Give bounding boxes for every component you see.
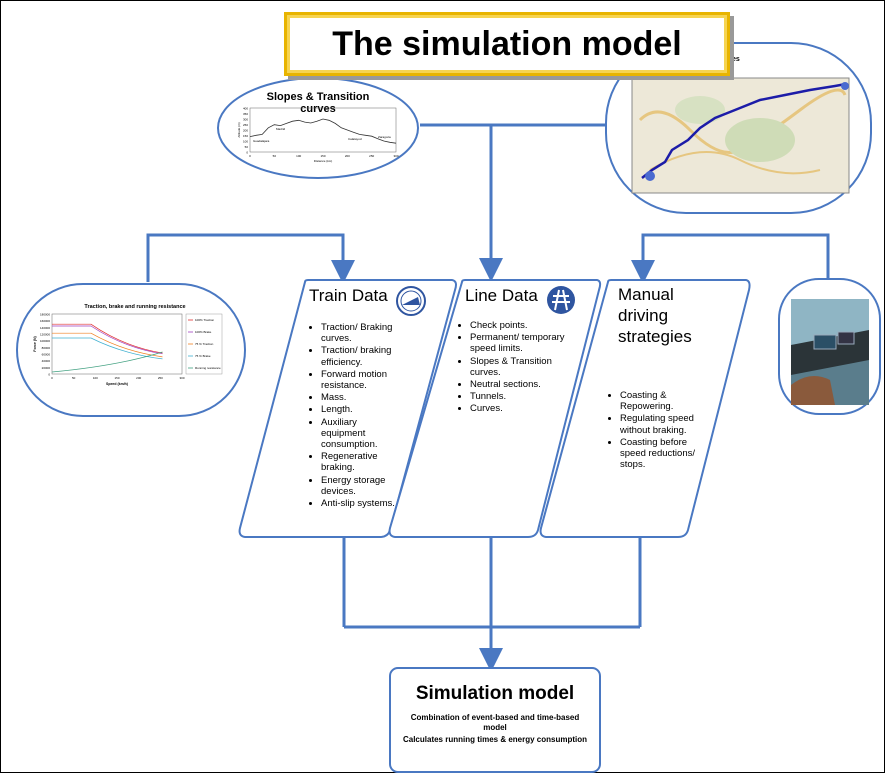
line-panel-shape [388,279,602,538]
traction-legend-label: Running resistance [195,366,221,370]
traction-y-tick: 40000 [42,359,51,363]
slopes-annotation: Zaragoza [378,135,391,139]
line-item: Tunnels. [470,391,566,402]
traction-series-line [52,332,163,358]
traction-x-tick: 300 [179,376,184,380]
traction-x-tick: 0 [51,376,53,380]
traction-x-tick: 100 [93,376,98,380]
train-arrow [146,233,355,284]
manual-item: Regulating speed without braking. [620,413,706,435]
traction-y-tick: 60000 [42,353,51,357]
traction-caption: Traction, brake and running resistance [84,304,186,310]
train-item: Energy storage devices. [321,475,402,497]
slopes-x-label: Distance (km) [314,159,333,163]
manual-item: Coasting & Repowering. [620,390,706,412]
train-item: Traction/ braking efficiency. [321,345,402,367]
map-label: es [732,56,740,63]
slopes-y-tick: 250 [243,123,248,127]
slopes-annotation: Guadalajara [253,139,270,143]
traction-x-tick: 50 [72,376,76,380]
slopes-annotation: Madrid [276,127,286,131]
slopes-annotation: Calatayud [348,137,362,141]
line-item: Permanent/ temporary speed limits. [470,332,566,354]
simulation-model-box: Simulation model Combination of event-ba… [389,667,601,773]
slopes-y-tick: 350 [243,112,248,116]
traction-x-tick: 150 [114,376,119,380]
train-item: Traction/ Braking curves. [321,322,402,344]
slopes-x-tick: 0 [249,154,251,158]
slopes-profile-line [249,118,397,144]
manual-arrow [631,233,830,284]
slopes-y-tick: 400 [243,107,248,111]
simulation-model-line2: Calculates running times & energy consum… [402,735,588,744]
manual-strategies-list: Coasting & Repowering.Regulating speed w… [596,390,706,471]
slopes-y-tick: 300 [243,118,248,122]
slopes-plot-area [249,107,397,153]
rail-track-icon [547,286,575,314]
simulation-model-title: Simulation model [415,683,575,704]
slopes-x-tick: 100 [296,154,301,158]
traction-x-tick: 200 [136,376,141,380]
train-item: Auxiliary equipment consumption. [321,417,402,451]
slopes-x-tick: 300 [393,154,398,158]
line-item: Curves. [470,403,566,414]
train-item: Mass. [321,392,402,403]
slopes-y-tick: 200 [243,129,248,133]
traction-legend-label: 100% Traction [195,318,215,322]
slopes-y-tick: 100 [243,140,248,144]
traction-series-line [52,337,163,360]
train-item: Length. [321,404,402,415]
manual-panel-shape [539,279,751,538]
traction-y-tick: 160000 [40,319,50,323]
line-item: Check points. [470,320,566,331]
line-data-title: Line Data [465,286,538,305]
traction-y-tick: 120000 [40,333,50,337]
manual-item: Coasting before speed reductions/ stops. [620,437,706,471]
traction-x-tick: 250 [158,376,163,380]
traction-plot-area [51,313,183,375]
traction-series-line [52,325,163,355]
train-item: Regenerative braking. [321,451,402,473]
slide-title: The simulation model [284,12,730,76]
train-icon [396,286,426,316]
traction-series-line [52,323,163,354]
traction-legend-label: 75 % Traction [195,342,214,346]
slopes-x-tick: 200 [345,154,350,158]
cab-photo [791,299,869,405]
train-data-list: Traction/ Braking curves.Traction/ braki… [297,322,402,510]
line-data-list: Check points.Permanent/ temporary speed … [446,320,566,416]
manual-strategies-title: Manual driving strategies [618,285,692,346]
slopes-y-tick: 50 [245,145,249,149]
traction-y-tick: 180000 [40,313,50,317]
traction-y-tick: 20000 [42,366,51,370]
train-item: Anti-slip systems. [321,498,402,509]
slopes-x-tick: 150 [320,154,325,158]
simulation-model-line1: Combination of event-based and time-base… [410,713,580,732]
slopes-y-label: Altitude (m) [237,122,241,137]
slopes-x-tick: 50 [273,154,277,158]
traction-y-tick: 100000 [40,339,50,343]
traction-x-label: Speed (km/h) [106,382,128,386]
traction-y-tick: 80000 [42,346,51,350]
slopes-oval [217,77,419,179]
slopes-y-tick: 0 [246,151,248,155]
slopes-caption: Slopes & Transition curves [266,91,370,115]
traction-chart: 180000 160000 140000 120000 100000 80000 60000… [33,313,223,386]
line-item: Neutral sections. [470,379,566,390]
line-item: Slopes & Transition curves. [470,356,566,378]
traction-y-label: Force (N) [33,336,37,351]
traction-legend-label: 75 % Brake [195,354,211,358]
train-data-title: Train Data [309,286,388,305]
traction-y-tick: 0 [48,373,50,377]
slopes-x-tick: 250 [369,154,374,158]
train-item: Forward motion resistance. [321,369,402,391]
traction-y-tick: 140000 [40,326,50,330]
traction-series-line [51,351,163,373]
map-image [631,77,850,194]
traction-legend-label: 100% Brake [195,330,212,334]
slopes-y-tick: 150 [243,134,248,138]
